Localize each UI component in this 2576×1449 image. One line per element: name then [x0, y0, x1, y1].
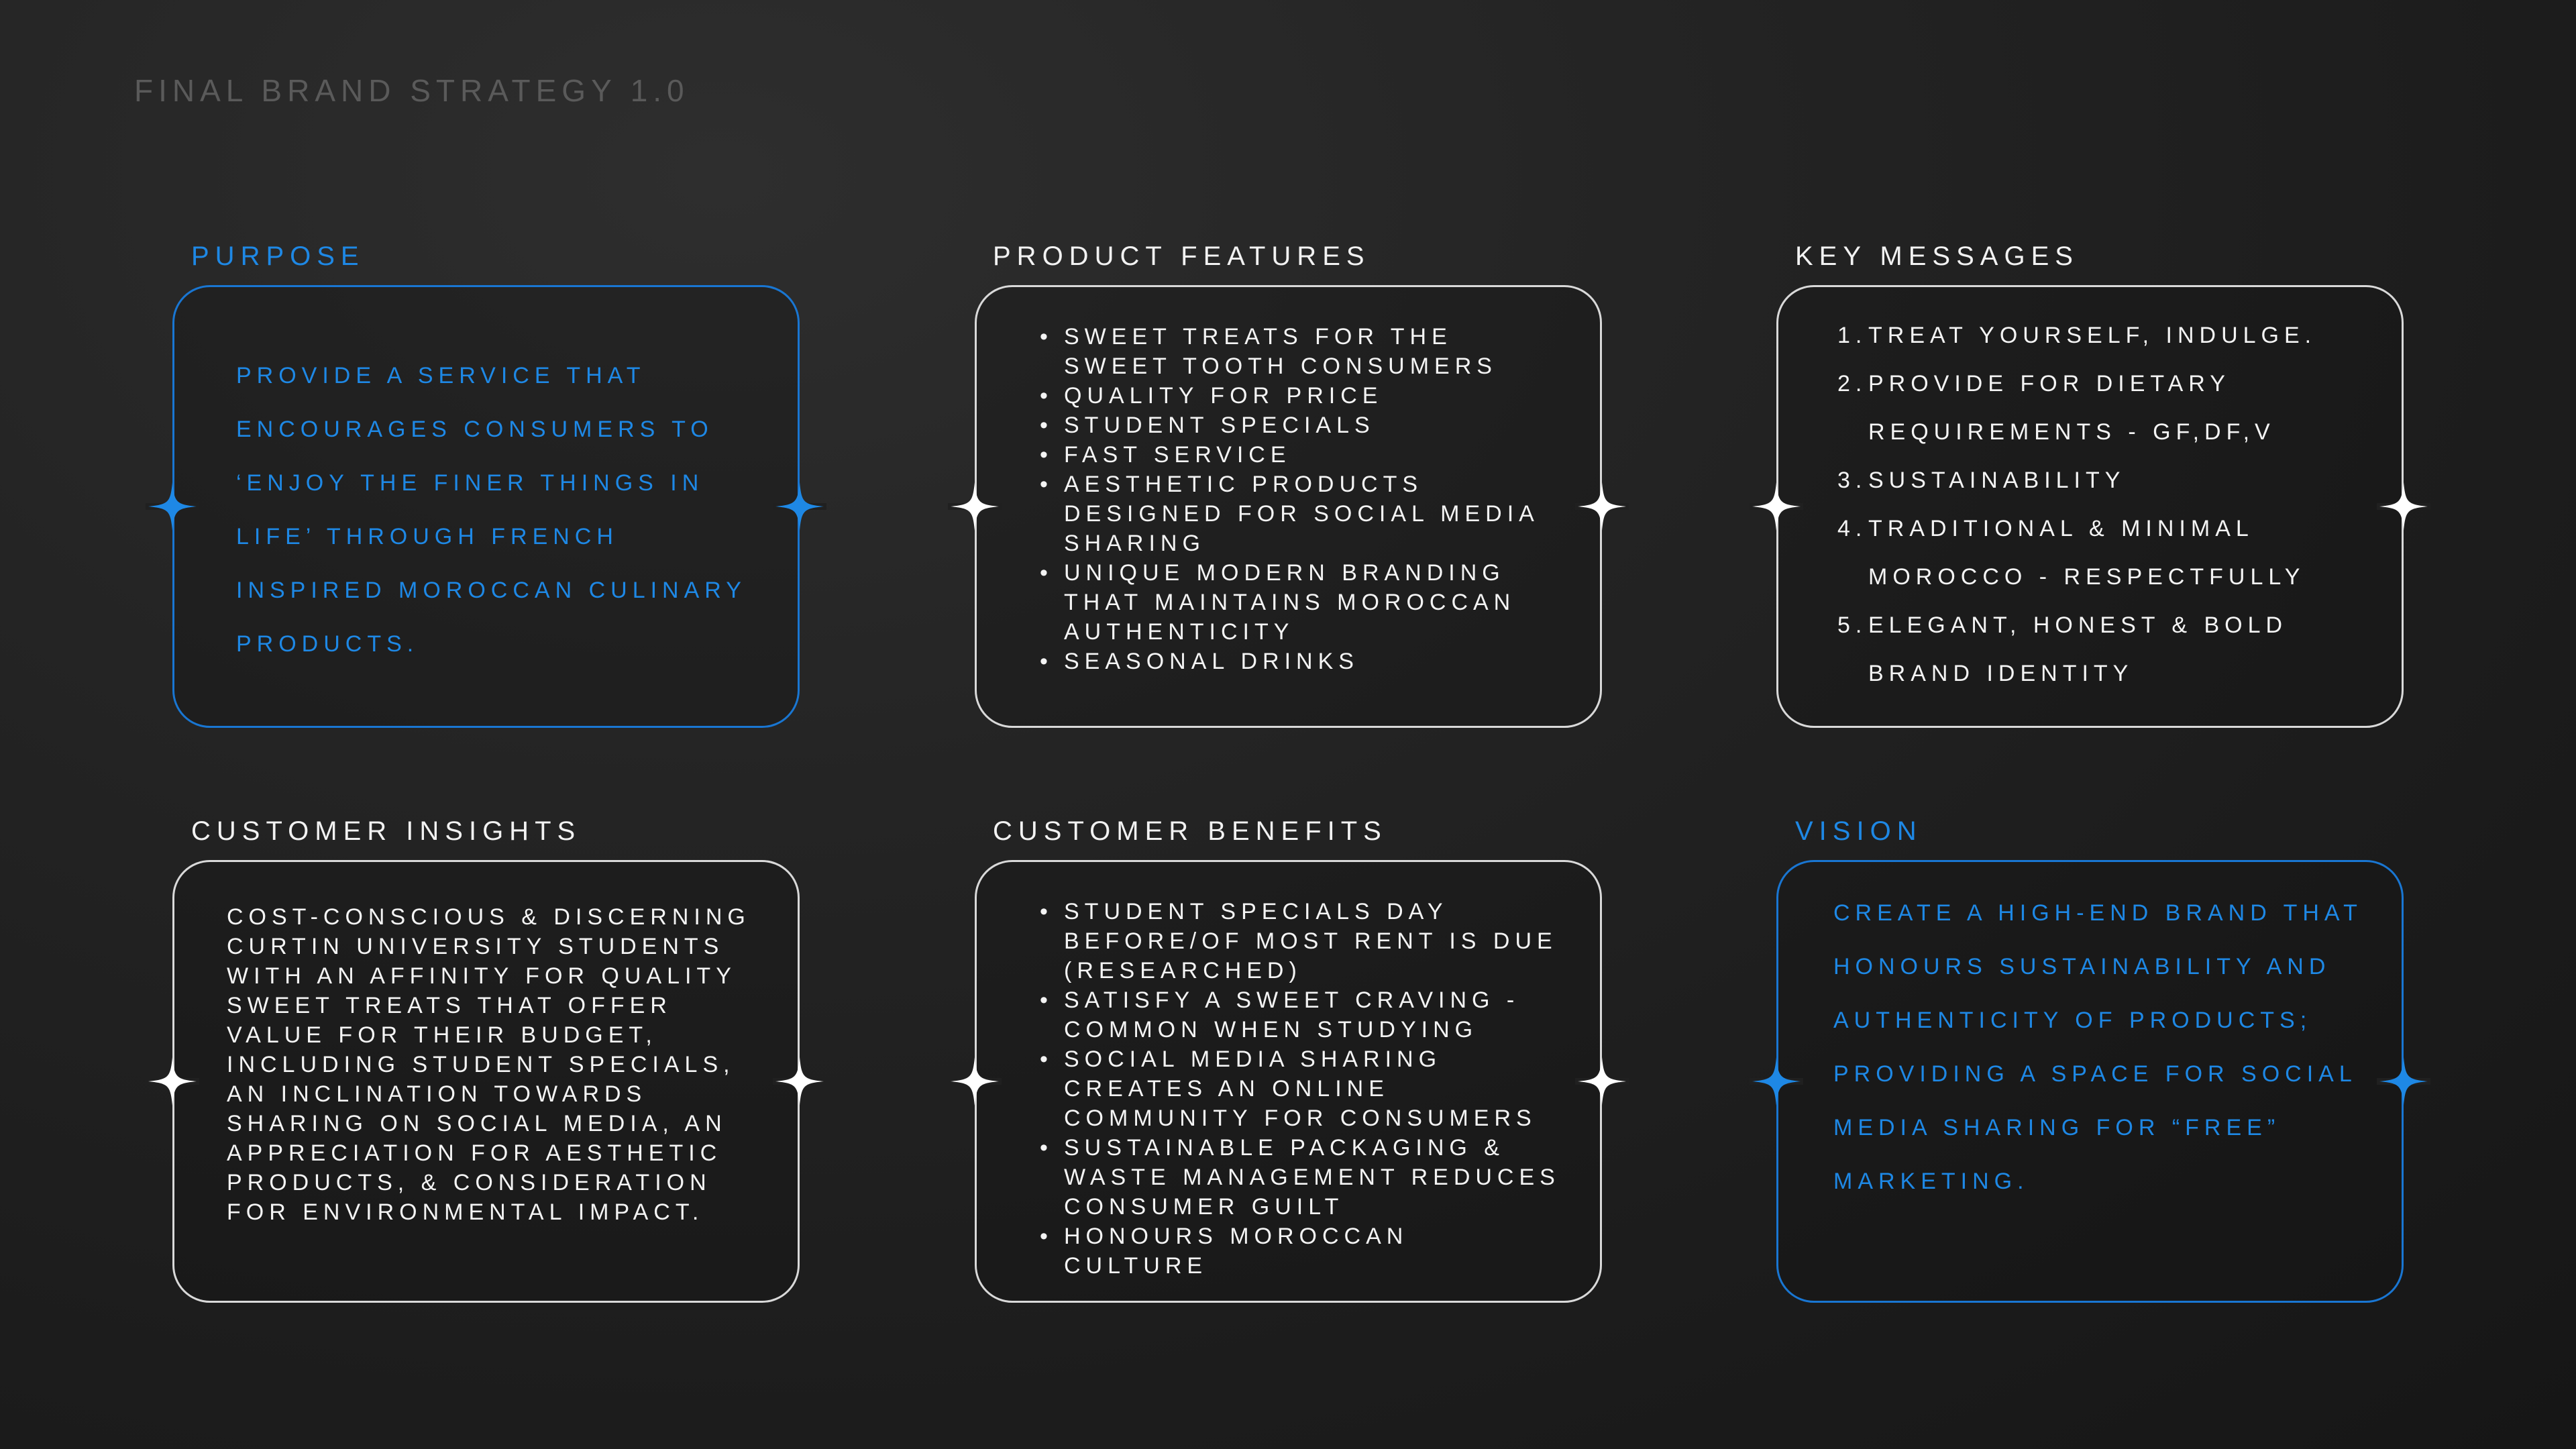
list-item: 5. ELEGANT, HONEST & BOLD BRAND IDENTITY: [1837, 601, 2361, 698]
list-text: TRADITIONAL & MINIMAL MOROCCO - RESPECTF…: [1868, 516, 2306, 590]
customer-insights-text: COST-CONSCIOUS & DISCERNING CURTIN UNIVE…: [227, 904, 751, 1225]
list-item: 3. SUSTAINABILITY: [1837, 456, 2361, 504]
list-item: UNIQUE MODERN BRANDING THAT MAINTAINS MO…: [1040, 558, 1563, 647]
sparkle-icon: [773, 480, 826, 533]
list-item: AESTHETIC PRODUCTS DESIGNED FOR SOCIAL M…: [1040, 470, 1563, 558]
sparkle-icon: [146, 1055, 199, 1108]
purpose-text: PROVIDE A SERVICE THAT ENCOURAGES CONSUM…: [236, 363, 747, 657]
sparkle-icon: [2377, 1055, 2430, 1108]
product-features-heading: PRODUCT FEATURES: [993, 241, 1371, 271]
sparkle-icon: [948, 480, 1002, 533]
key-messages-heading: KEY MESSAGES: [1795, 241, 2079, 271]
list-number: 4.: [1837, 516, 1868, 541]
list-item: 2. PROVIDE FOR DIETARY REQUIREMENTS - GF…: [1837, 360, 2361, 456]
slide-title: FINAL BRAND STRATEGY 1.0: [134, 73, 690, 108]
list-text: TREAT YOURSELF, INDULGE.: [1868, 323, 2317, 348]
list-item: FAST SERVICE: [1040, 440, 1563, 470]
list-text: PROVIDE FOR DIETARY REQUIREMENTS - GF,DF…: [1868, 371, 2275, 445]
list-item: SOCIAL MEDIA SHARING CREATES AN ONLINE C…: [1040, 1044, 1563, 1133]
list-item: QUALITY FOR PRICE: [1040, 381, 1563, 411]
sparkle-icon: [146, 480, 199, 533]
purpose-heading: PURPOSE: [191, 241, 365, 271]
list-number: 3.: [1837, 468, 1868, 493]
list-text: ELEGANT, HONEST & BOLD BRAND IDENTITY: [1868, 612, 2288, 686]
list-item: STUDENT SPECIALS: [1040, 411, 1563, 440]
list-item: SATISFY A SWEET CRAVING - COMMON WHEN ST…: [1040, 985, 1563, 1044]
sparkle-icon: [1575, 1055, 1629, 1108]
product-features-list: SWEET TREATS FOR THE SWEET TOOTH CONSUME…: [1040, 322, 1563, 676]
key-messages-card: 1. TREAT YOURSELF, INDULGE. 2. PROVIDE F…: [1776, 285, 2404, 728]
product-features-card: SWEET TREATS FOR THE SWEET TOOTH CONSUME…: [975, 285, 1602, 728]
sparkle-icon: [1575, 480, 1629, 533]
list-number: 5.: [1837, 612, 1868, 638]
customer-benefits-list: STUDENT SPECIALS DAY BEFORE/OF MOST RENT…: [1040, 897, 1563, 1281]
list-text: SUSTAINABILITY: [1868, 468, 2126, 493]
customer-insights-card: COST-CONSCIOUS & DISCERNING CURTIN UNIVE…: [172, 860, 800, 1303]
customer-benefits-card: STUDENT SPECIALS DAY BEFORE/OF MOST RENT…: [975, 860, 1602, 1303]
sparkle-icon: [1750, 480, 1803, 533]
list-number: 1.: [1837, 323, 1868, 348]
list-item: 1. TREAT YOURSELF, INDULGE.: [1837, 311, 2361, 360]
customer-benefits-heading: CUSTOMER BENEFITS: [993, 816, 1387, 846]
list-item: STUDENT SPECIALS DAY BEFORE/OF MOST RENT…: [1040, 897, 1563, 985]
list-item: 4. TRADITIONAL & MINIMAL MOROCCO - RESPE…: [1837, 504, 2361, 601]
list-item: SUSTAINABLE PACKAGING & WASTE MANAGEMENT…: [1040, 1133, 1563, 1222]
sparkle-icon: [948, 1055, 1002, 1108]
purpose-card: PROVIDE A SERVICE THAT ENCOURAGES CONSUM…: [172, 285, 800, 728]
sparkle-icon: [773, 1055, 826, 1108]
vision-heading: VISION: [1795, 816, 1923, 846]
sparkle-icon: [2377, 480, 2430, 533]
list-item: SWEET TREATS FOR THE SWEET TOOTH CONSUME…: [1040, 322, 1563, 381]
key-messages-list: 1. TREAT YOURSELF, INDULGE. 2. PROVIDE F…: [1837, 311, 2361, 698]
vision-text: CREATE A HIGH-END BRAND THAT HONOURS SUS…: [1833, 900, 2363, 1194]
sparkle-icon: [1750, 1055, 1803, 1108]
vision-card: CREATE A HIGH-END BRAND THAT HONOURS SUS…: [1776, 860, 2404, 1303]
list-item: HONOURS MOROCCAN CULTURE: [1040, 1222, 1563, 1281]
list-number: 2.: [1837, 371, 1868, 396]
customer-insights-heading: CUSTOMER INSIGHTS: [191, 816, 582, 846]
list-item: SEASONAL DRINKS: [1040, 647, 1563, 676]
